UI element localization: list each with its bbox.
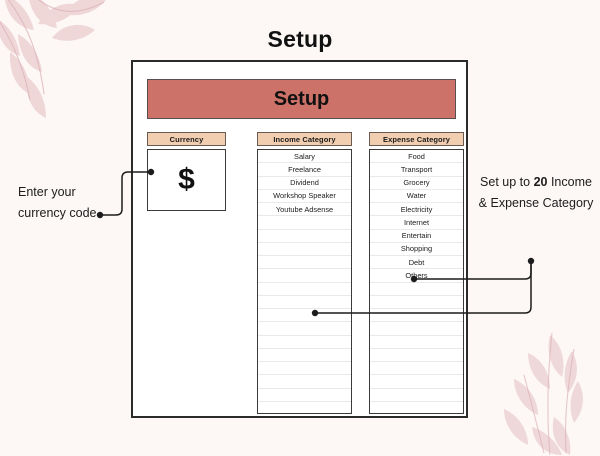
list-item-empty[interactable]: [258, 230, 351, 243]
expense-category-header: Expense Category: [369, 132, 464, 146]
list-item-empty[interactable]: [370, 296, 463, 309]
list-item-empty[interactable]: [258, 256, 351, 270]
leaf-decoration-bottom-right: [504, 332, 583, 456]
list-item-empty[interactable]: [370, 375, 463, 389]
list-item[interactable]: Electricity: [370, 203, 463, 217]
list-item[interactable]: Salary: [258, 150, 351, 164]
annotation-categories-prefix: Set up to: [480, 175, 534, 189]
list-item[interactable]: Freelance: [258, 163, 351, 177]
list-item-empty[interactable]: [258, 362, 351, 376]
list-item[interactable]: Grocery: [370, 177, 463, 190]
list-item-empty[interactable]: [370, 402, 463, 413]
list-item-empty[interactable]: [258, 402, 351, 413]
list-item[interactable]: Food: [370, 150, 463, 164]
annotation-categories: Set up to 20 Income & Expense Category: [478, 172, 594, 213]
list-item-empty[interactable]: [370, 389, 463, 402]
list-item[interactable]: Shopping: [370, 243, 463, 256]
list-item-empty[interactable]: [258, 296, 351, 309]
list-item-empty[interactable]: [370, 283, 463, 296]
list-item-empty[interactable]: [370, 349, 463, 362]
annotation-categories-count: 20: [533, 175, 548, 189]
callout-dot-right-text: [527, 257, 535, 265]
list-item[interactable]: Debt: [370, 256, 463, 270]
leaf-decoration-top-left: [0, 0, 106, 118]
list-item-empty[interactable]: [258, 322, 351, 336]
setup-banner-label: Setup: [273, 87, 330, 110]
list-item-empty[interactable]: [258, 243, 351, 256]
list-item[interactable]: Workshop Speaker: [258, 190, 351, 203]
list-item-empty[interactable]: [258, 309, 351, 323]
list-item-empty[interactable]: [258, 336, 351, 349]
list-item-empty[interactable]: [370, 322, 463, 336]
list-item-empty[interactable]: [370, 362, 463, 376]
annotation-categories-suffix: Income & Expense Category: [478, 175, 594, 210]
list-item[interactable]: Dividend: [258, 177, 351, 190]
list-item-empty[interactable]: [258, 216, 351, 230]
setup-banner: Setup: [147, 79, 456, 119]
currency-input-cell[interactable]: $: [147, 149, 226, 211]
list-item-empty[interactable]: [370, 309, 463, 323]
list-item-empty[interactable]: [258, 375, 351, 389]
list-item-empty[interactable]: [258, 349, 351, 362]
list-item[interactable]: Water: [370, 190, 463, 203]
list-item[interactable]: Entertain: [370, 230, 463, 243]
annotation-currency: Enter your currency code: [18, 185, 97, 220]
list-item-empty[interactable]: [258, 269, 351, 283]
list-item-empty[interactable]: [258, 283, 351, 296]
list-item[interactable]: Youtube Adsense: [258, 203, 351, 217]
list-item-empty[interactable]: [370, 336, 463, 349]
list-item[interactable]: Internet: [370, 216, 463, 230]
page-title: Setup: [267, 26, 333, 52]
list-item-empty[interactable]: [258, 389, 351, 402]
list-item[interactable]: Others: [370, 269, 463, 283]
column-currency: Currency $: [147, 132, 226, 211]
income-category-header: Income Category: [257, 132, 352, 146]
currency-symbol-value: $: [178, 163, 195, 196]
currency-header: Currency: [147, 132, 226, 146]
list-item[interactable]: Transport: [370, 163, 463, 177]
